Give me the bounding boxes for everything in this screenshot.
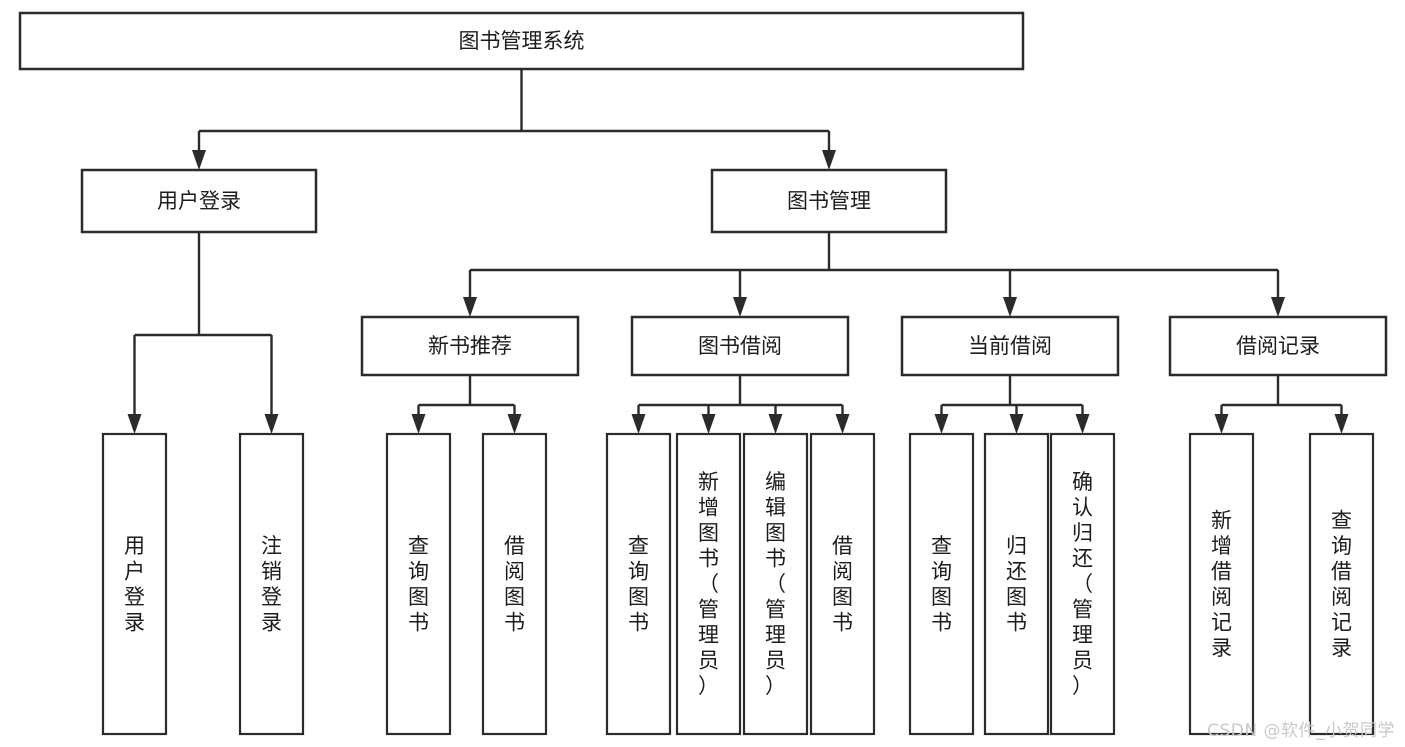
connector-layer [127, 69, 1349, 434]
node-outline [1049, 432, 1116, 736]
node-label: 查询图书 [931, 534, 952, 635]
node-n-user-login[interactable]: 用户登录 [80, 168, 318, 234]
node-label: 图书管理 [787, 189, 871, 213]
arrow-head-icon [463, 297, 477, 317]
node-n-new-book-rec[interactable]: 新书推荐 [360, 315, 580, 377]
node-l-borrow-book-2[interactable]: 借阅图书 [809, 432, 876, 736]
node-label: 新书推荐 [428, 334, 512, 358]
arrow-head-icon [822, 150, 836, 170]
node-layer: 图书管理系统用户登录图书管理新书推荐图书借阅当前借阅借阅记录用户登录注销登录查询… [18, 11, 1388, 736]
node-outline [101, 432, 168, 736]
node-n-current-borrow[interactable]: 当前借阅 [900, 315, 1120, 377]
node-l-user-logout[interactable]: 注销登录 [238, 432, 305, 736]
node-label: 编辑图书（管理员） [765, 470, 786, 698]
node-n-borrow-record[interactable]: 借阅记录 [1168, 315, 1388, 377]
arrow-head-icon [733, 297, 747, 317]
node-label: 借阅图书 [832, 534, 853, 635]
arrow-head-icon [192, 150, 206, 170]
node-outline [809, 432, 876, 736]
node-outline [1168, 315, 1388, 377]
node-outline [675, 432, 742, 736]
arrow-head-icon [507, 414, 522, 434]
node-label: 借阅图书 [504, 534, 525, 635]
node-label: 图书借阅 [698, 334, 782, 358]
node-n-book-borrow[interactable]: 图书借阅 [630, 315, 850, 377]
node-outline [18, 11, 1025, 71]
node-label: 用户登录 [124, 534, 145, 635]
node-outline [605, 432, 672, 736]
node-outline [900, 315, 1120, 377]
node-l-add-book[interactable]: 新增图书（管理员） [675, 432, 742, 736]
node-label: 用户登录 [157, 189, 241, 213]
node-outline [630, 315, 850, 377]
node-label: 借阅记录 [1236, 334, 1320, 358]
node-l-borrow-book-1[interactable]: 借阅图书 [481, 432, 548, 736]
node-l-return-book[interactable]: 归还图书 [983, 432, 1050, 736]
node-outline [238, 432, 305, 736]
node-l-user-login[interactable]: 用户登录 [101, 432, 168, 736]
node-label: 新增借阅记录 [1211, 508, 1232, 660]
node-root[interactable]: 图书管理系统 [18, 11, 1025, 71]
node-label: 当前借阅 [968, 334, 1052, 358]
arrow-head-icon [701, 414, 716, 434]
node-outline [360, 315, 580, 377]
arrow-head-icon [264, 414, 279, 434]
arrow-head-icon [1334, 414, 1349, 434]
node-label: 新增图书（管理员） [698, 470, 719, 698]
node-label: 图书管理系统 [459, 29, 585, 53]
node-outline [385, 432, 452, 736]
arrow-head-icon [631, 414, 646, 434]
node-outline [983, 432, 1050, 736]
node-outline [1188, 432, 1255, 736]
node-label: 查询借阅记录 [1331, 508, 1352, 660]
node-label: 查询图书 [628, 534, 649, 635]
node-outline [908, 432, 975, 736]
node-l-query-book-3[interactable]: 查询图书 [908, 432, 975, 736]
node-l-query-record[interactable]: 查询借阅记录 [1308, 432, 1375, 736]
node-outline [481, 432, 548, 736]
arrow-head-icon [768, 414, 783, 434]
node-l-add-record[interactable]: 新增借阅记录 [1188, 432, 1255, 736]
node-label: 查询图书 [408, 534, 429, 635]
arrow-head-icon [934, 414, 949, 434]
arrow-head-icon [1003, 297, 1017, 317]
arrow-head-icon [1075, 414, 1090, 434]
node-l-query-book-2[interactable]: 查询图书 [605, 432, 672, 736]
arrow-head-icon [1271, 297, 1285, 317]
node-n-book-mgmt[interactable]: 图书管理 [710, 168, 948, 234]
node-l-confirm-return[interactable]: 确认归还（管理员） [1049, 432, 1116, 736]
arrow-head-icon [411, 414, 426, 434]
node-l-edit-book[interactable]: 编辑图书（管理员） [742, 432, 809, 736]
node-l-query-book-1[interactable]: 查询图书 [385, 432, 452, 736]
node-outline [1308, 432, 1375, 736]
arrow-head-icon [835, 414, 850, 434]
arrow-head-icon [127, 414, 142, 434]
node-label: 归还图书 [1006, 534, 1027, 635]
node-label: 确认归还（管理员） [1072, 470, 1093, 698]
arrow-head-icon [1009, 414, 1024, 434]
arrow-head-icon [1214, 414, 1229, 434]
node-label: 注销登录 [261, 534, 282, 635]
node-outline [80, 168, 318, 234]
node-outline [710, 168, 948, 234]
node-outline [742, 432, 809, 736]
